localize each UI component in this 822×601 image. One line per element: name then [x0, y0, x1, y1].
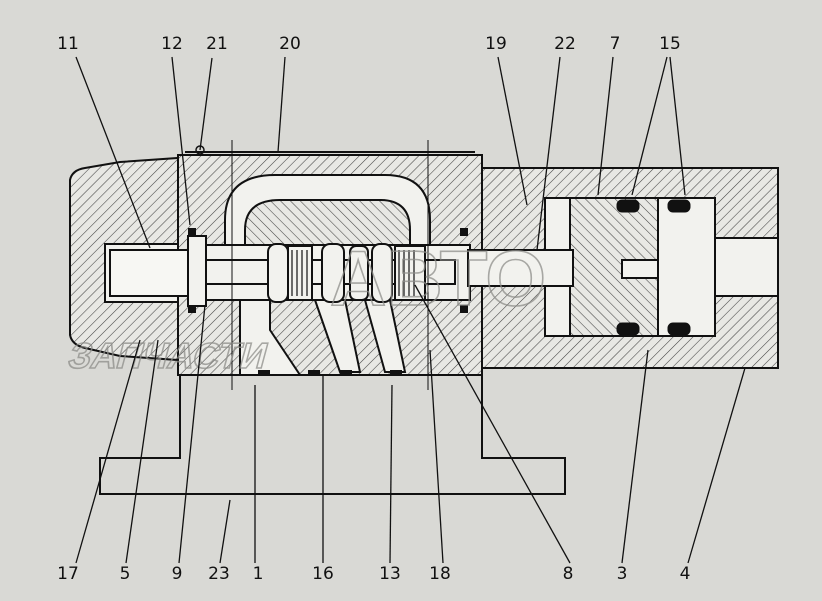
- leader-line-13: [389, 384, 393, 564]
- callout-1: 1: [253, 564, 264, 584]
- leader-line-21: [199, 57, 213, 151]
- piston: [569, 197, 659, 337]
- callout-15: 15: [659, 34, 681, 54]
- leader-line-15-b: [669, 56, 686, 196]
- o-rings: [616, 199, 691, 336]
- callout-3: 3: [617, 564, 628, 584]
- callout-11: 11: [57, 34, 79, 54]
- leader-line-23: [219, 499, 231, 564]
- callout-20: 20: [279, 34, 301, 54]
- callout-17: 17: [57, 564, 79, 584]
- callout-12: 12: [161, 34, 183, 54]
- callout-23: 23: [208, 564, 230, 584]
- cylinder-bore-outlet: [714, 237, 779, 297]
- callout-9: 9: [172, 564, 183, 584]
- watermark: АВТО ЗАПЧАСТИ: [63, 233, 546, 376]
- callout-13: 13: [379, 564, 401, 584]
- leader-line-12: [171, 56, 191, 226]
- leader-line-15: [631, 56, 668, 196]
- leader-line-17: [75, 339, 141, 564]
- callout-19: 19: [485, 34, 507, 54]
- leader-line-5: [125, 339, 159, 564]
- leader-line-8: [414, 284, 571, 564]
- watermark-line-2: ЗАПЧАСТИ: [64, 336, 272, 376]
- leader-line-7: [597, 56, 614, 196]
- callout-18: 18: [429, 564, 451, 584]
- leader-line-22: [536, 56, 561, 251]
- piston-rod: [467, 249, 574, 287]
- callout-21: 21: [206, 34, 228, 54]
- valve-spool: [204, 243, 456, 303]
- callout-8: 8: [563, 564, 574, 584]
- leader-line-4: [687, 367, 746, 564]
- callout-5: 5: [120, 564, 131, 584]
- leader-line-19: [497, 56, 528, 206]
- watermark-line-1: АВТО: [330, 234, 546, 322]
- left-spool-stem: [109, 249, 191, 297]
- leader-line-18: [429, 349, 444, 564]
- callout-22: 22: [554, 34, 576, 54]
- piston-nut: [621, 259, 659, 279]
- leader-line-3: [621, 349, 649, 564]
- left-collar: [187, 235, 207, 307]
- callout-4: 4: [680, 564, 691, 584]
- leader-line-20: [277, 56, 286, 153]
- centerlines: [231, 140, 429, 390]
- leader-line-11: [75, 56, 151, 249]
- mounting-base-plate: [99, 320, 566, 495]
- callout-16: 16: [312, 564, 334, 584]
- callout-7: 7: [610, 34, 621, 54]
- leader-line-9: [178, 304, 206, 564]
- spool-land-grooves: [291, 250, 415, 296]
- callout-labels: 11 12 21 20 19 22 7 15 17 5 9 23 1 16 13 18 8 3 4: [57, 34, 746, 584]
